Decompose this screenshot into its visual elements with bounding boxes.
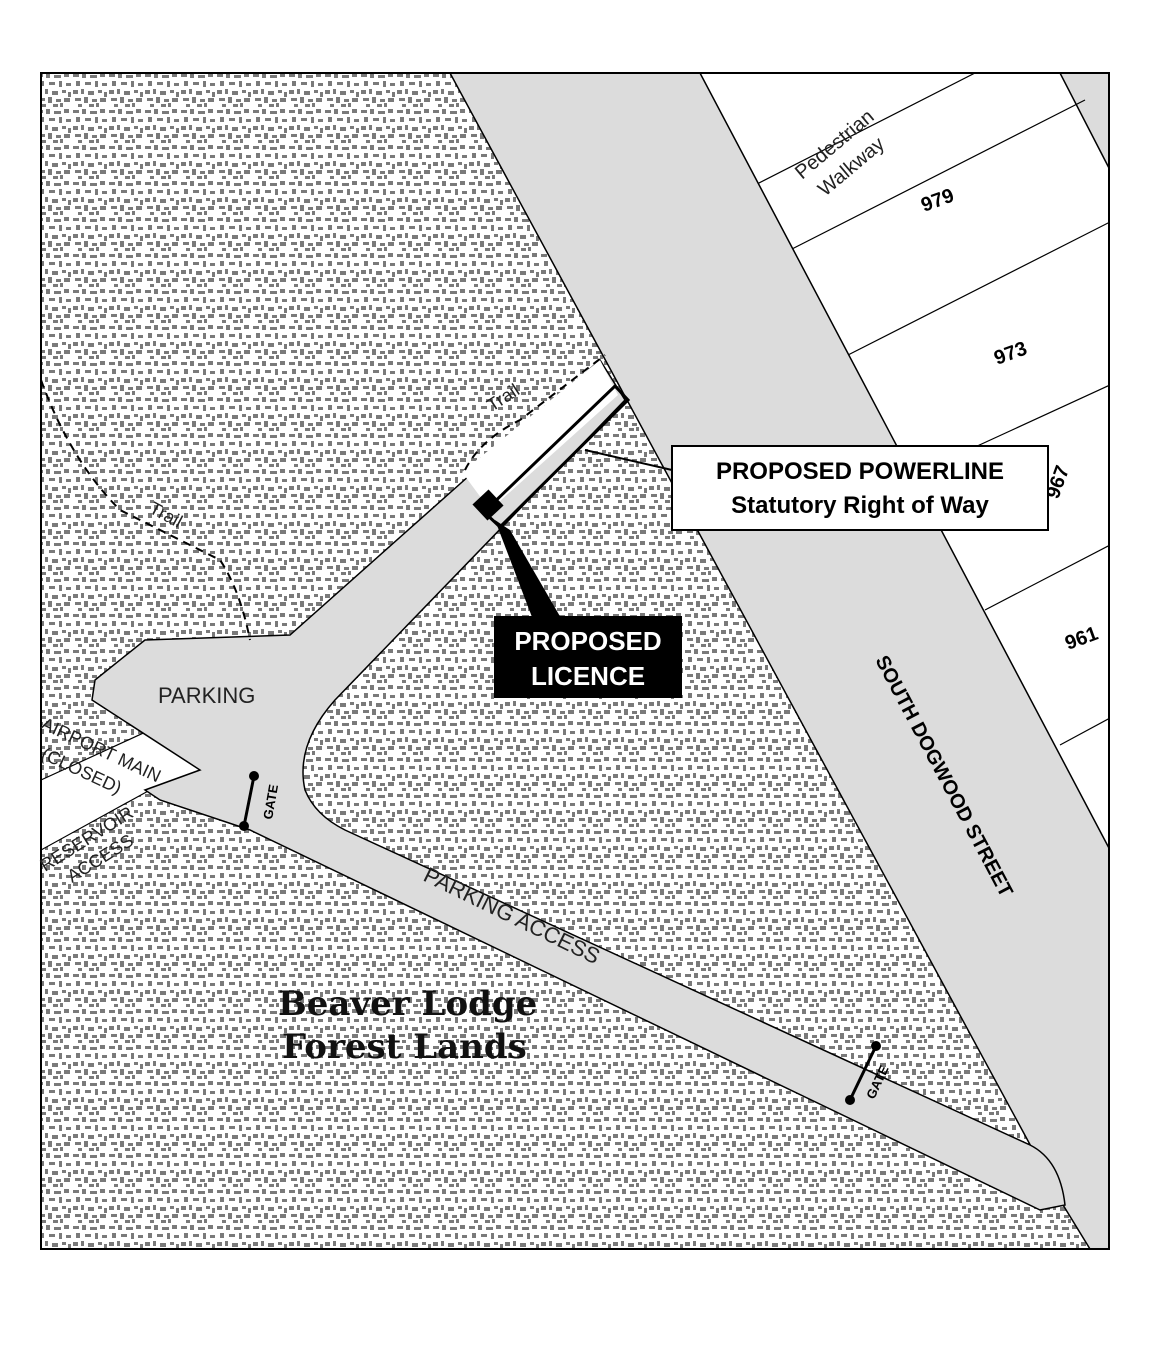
gate-east	[845, 1041, 881, 1105]
licence-leader	[495, 520, 565, 625]
gate-west-label: GATE	[260, 783, 281, 821]
licence-callout-line2: LICENCE	[531, 661, 645, 691]
powerline-callout-line2: Statutory Right of Way	[731, 492, 989, 519]
forest-title-2: Forest Lands	[282, 1027, 527, 1067]
parking-label: PARKING	[158, 683, 255, 708]
licence-callout-line1: PROPOSED	[514, 626, 661, 656]
proposed-licence-area	[472, 489, 504, 521]
map-frame	[40, 72, 1110, 1250]
trail-path	[41, 379, 251, 641]
powerline-leader	[584, 449, 673, 471]
licence-callout-box	[494, 616, 682, 698]
forest-title: Beaver Lodge	[278, 984, 537, 1024]
parking-and-access-road	[91, 358, 1066, 1211]
powerline-callout-box	[671, 445, 1049, 531]
proposed-powerline-row	[481, 383, 631, 530]
powerline-callout-line1: PROPOSED POWERLINE	[716, 458, 1004, 485]
right-of-way-strip	[462, 360, 618, 510]
trail-path-upper	[464, 354, 606, 471]
lane-top-right	[1059, 73, 1109, 170]
gate-west	[239, 771, 259, 831]
